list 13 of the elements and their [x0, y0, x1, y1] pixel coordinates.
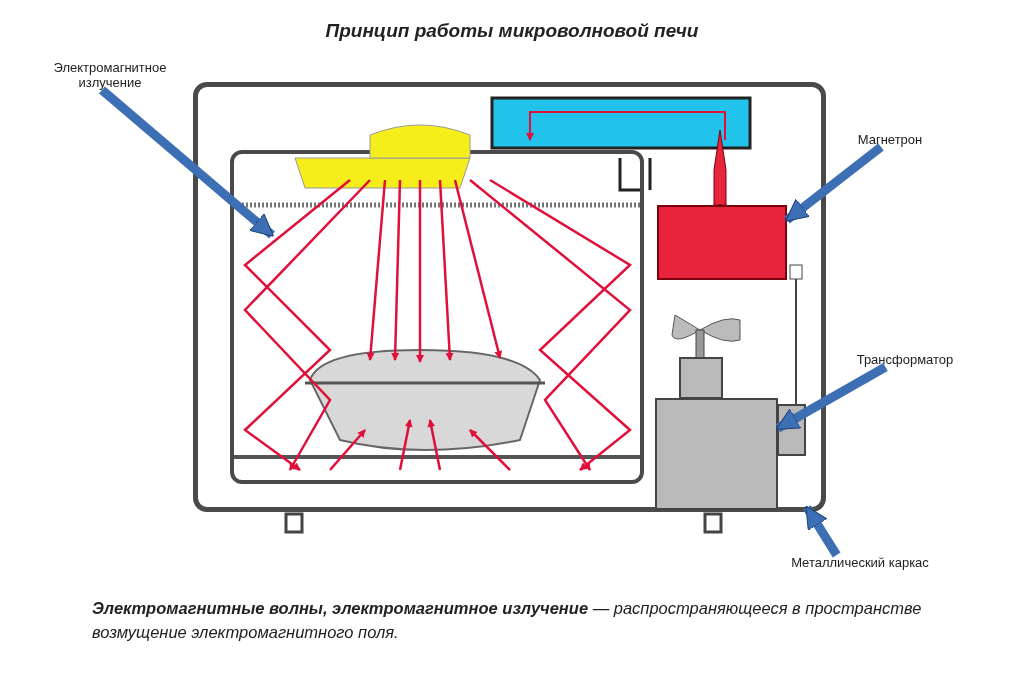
- arrow: [775, 363, 888, 433]
- diagram-title: Принцип работы микроволновой печи: [324, 20, 700, 42]
- transformer: [655, 398, 778, 510]
- part-label: Металлический каркас: [770, 555, 950, 570]
- magnetron: [657, 205, 787, 280]
- arrow: [784, 143, 884, 224]
- part-label: Электромагнитное излучение: [30, 60, 190, 90]
- part-label: Трансформатор: [840, 352, 970, 367]
- oven-body: [193, 82, 826, 512]
- arrow: [803, 505, 841, 558]
- arrow: [99, 86, 275, 239]
- caption-text: Электромагнитные волны, электромагнитное излучение — распространяющееся в пространстве возмущение электромагнитного поля.: [92, 598, 923, 643]
- part-label: Магнетрон: [845, 132, 935, 147]
